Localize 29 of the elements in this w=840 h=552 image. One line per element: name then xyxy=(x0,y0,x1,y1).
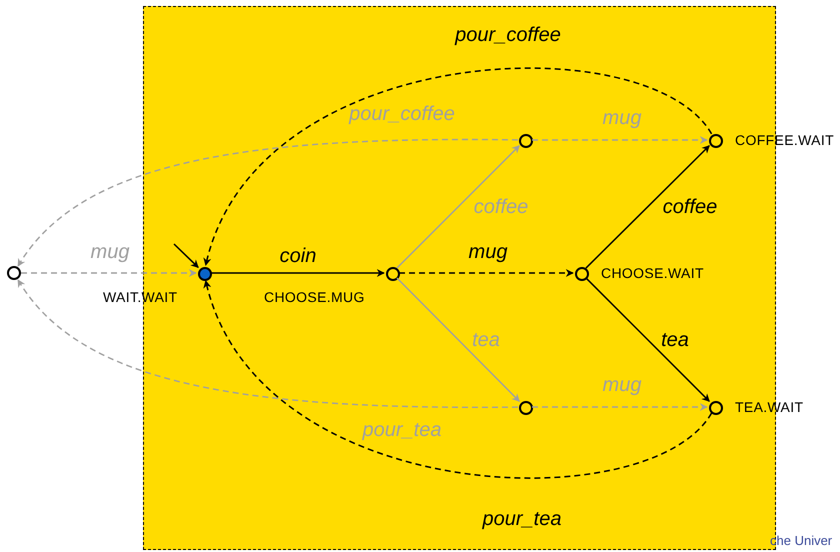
transition-label: coffee xyxy=(662,195,718,219)
transition-label: mug xyxy=(468,240,508,264)
transition-label: tea xyxy=(472,328,500,352)
transition-arrow xyxy=(396,145,520,269)
transition-arrow xyxy=(532,136,708,144)
transition-label: mug xyxy=(602,106,642,130)
transition-arrow xyxy=(173,243,199,268)
state-label: CHOOSE.MUG xyxy=(264,288,365,306)
transition-label: pour_coffee xyxy=(455,23,561,47)
transition-label: pour_tea xyxy=(482,507,562,531)
transition-arrow xyxy=(585,145,710,269)
transition-arrow xyxy=(204,68,712,266)
transition-label: coin xyxy=(280,244,316,268)
transition-arrow xyxy=(21,269,197,277)
transition-label: mug xyxy=(602,373,642,397)
transition-arrow xyxy=(17,279,518,408)
transition-arrow xyxy=(532,403,708,411)
transition-arrow xyxy=(211,269,385,277)
transition-label: tea xyxy=(661,328,689,352)
transition-label: coffee xyxy=(474,195,528,219)
transition-label: pour_coffee xyxy=(349,102,455,126)
transition-arrow xyxy=(585,277,710,402)
transition-label: pour_tea xyxy=(362,418,442,442)
transition-arrow xyxy=(204,280,712,478)
transition-label: mug xyxy=(90,240,130,264)
state-label: CHOOSE.WAIT xyxy=(601,264,704,282)
transition-arrow xyxy=(396,277,520,402)
transition-arrow xyxy=(17,138,518,267)
transition-arrow xyxy=(399,269,574,277)
